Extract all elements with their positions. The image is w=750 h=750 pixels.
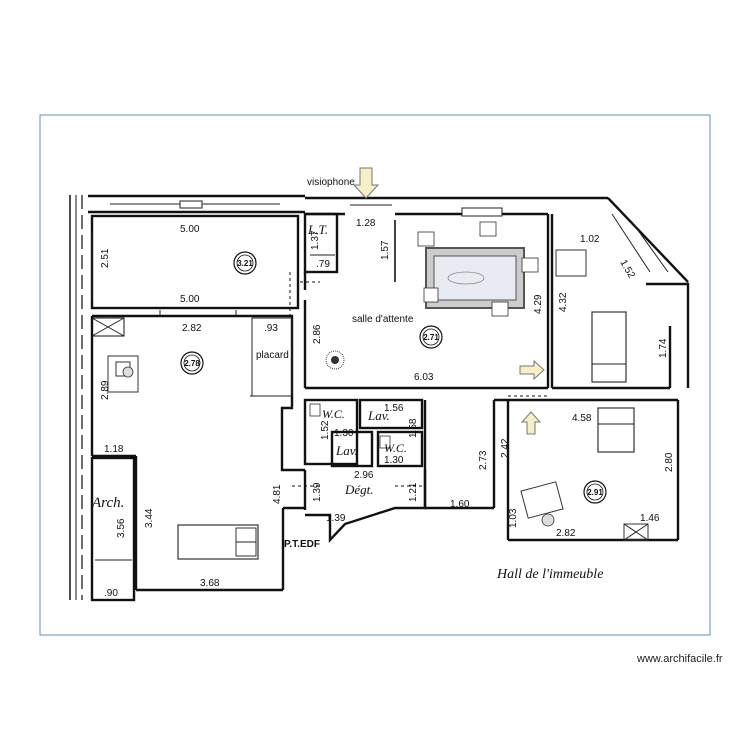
dim-4-32: 4.32 (558, 292, 569, 312)
dim-3-44: 3.44 (144, 508, 155, 528)
arrow-right-icon (519, 359, 545, 381)
dim-1-56: 1.56 (384, 403, 404, 414)
dim-2-73: 2.73 (478, 450, 489, 470)
area-3-21: 3.21 (237, 259, 253, 268)
desk-2-78 (107, 355, 139, 393)
label-arch: Arch. (91, 495, 124, 511)
area-2-71: 2.71 (423, 333, 439, 342)
dim-1-39-a: 1.39 (312, 482, 323, 502)
credit-watermark: www.archifacile.fr (637, 653, 723, 665)
dim-2-82-b: 2.82 (556, 528, 576, 539)
label-wc-2: W.C. (384, 441, 407, 455)
arrow-up-icon (520, 411, 542, 435)
plant-icon (325, 350, 345, 370)
room-2-78 (90, 310, 305, 472)
dim-1-21: 1.21 (408, 482, 419, 502)
area-circle-2-78: 2.78 (180, 351, 204, 375)
label-degt: Dégt. (344, 482, 374, 497)
left-facade (69, 195, 83, 600)
office-bottom-right (506, 400, 680, 542)
waiting-room (303, 212, 550, 390)
dim-1-02: 1.02 (580, 234, 600, 245)
dim-1-57: 1.57 (380, 240, 391, 260)
dim-1-03: 1.03 (508, 508, 519, 528)
bed-lower-left (177, 524, 259, 560)
label-lt: L.T. (307, 222, 328, 237)
dim-2-51: 2.51 (100, 248, 111, 268)
dim-1-37: 1.37 (310, 230, 321, 250)
area-circle-3-21: 3.21 (233, 251, 257, 275)
dim-4-29: 4.29 (533, 294, 544, 314)
dim-2-96: 2.96 (354, 470, 374, 481)
dim-1-28: 1.28 (356, 218, 376, 229)
area-2-91: 2.91 (587, 488, 603, 497)
dim-3-56: 3.56 (116, 518, 127, 538)
dim-2-89: 2.89 (100, 380, 111, 400)
dim-1-52: 1.52 (617, 258, 636, 281)
dim-1-46: 1.46 (640, 513, 660, 524)
dim-090: .90 (104, 588, 118, 599)
label-salle-attente: salle d'attente (352, 314, 414, 325)
dim-2-80: 2.80 (664, 452, 675, 472)
entrance-arrow-icon (352, 167, 380, 199)
dim-1-74: 1.74 (658, 338, 669, 358)
label-pt-edf: P.T.EDF (284, 539, 320, 550)
dim-5-00-a: 5.00 (180, 224, 200, 235)
area-circle-2-91: 2.91 (583, 480, 607, 504)
room-3-21 (90, 214, 300, 310)
dim-1-52-b: 1.52 (320, 420, 331, 440)
dim-1-58: 1.58 (408, 418, 419, 438)
area-circle-2-71: 2.71 (419, 325, 443, 349)
dim-3-68: 3.68 (200, 578, 220, 589)
area-2-78: 2.78 (184, 359, 200, 368)
closet-lt (303, 212, 339, 274)
label-hall: Hall de l'immeuble (496, 567, 603, 582)
dim-1-30-b: 1.30 (384, 455, 404, 466)
dim-5-00-b: 5.00 (180, 294, 200, 305)
placard (250, 317, 293, 397)
corridor (303, 398, 678, 544)
dim-1-18: 1.18 (104, 444, 124, 455)
dim-1-60: 1.60 (450, 499, 470, 510)
label-lav-1: Lav. (367, 408, 390, 423)
dim-1-30-a: 1.30 (334, 428, 354, 439)
label-visiophone: visiophone (307, 177, 355, 188)
dim-093: .93 (264, 323, 278, 334)
dim-2-82-a: 2.82 (182, 323, 202, 334)
dim-079: .79 (316, 259, 330, 270)
dim-1-39-b: 1.39 (326, 513, 346, 524)
sanitary-block (303, 398, 424, 468)
dim-2-42: 2.42 (500, 438, 511, 458)
dim-4-81: 4.81 (272, 484, 283, 504)
label-wc-1: W.C. (322, 407, 345, 421)
door-markers (289, 272, 548, 487)
meeting-table (417, 221, 539, 317)
office-top-right (550, 213, 690, 390)
plan-frame (39, 114, 711, 636)
dim-4-58: 4.58 (572, 413, 592, 424)
label-placard: placard (256, 350, 289, 361)
archive-room (90, 454, 305, 602)
dim-2-86: 2.86 (312, 324, 323, 344)
label-lav-2: Lav. (335, 443, 358, 458)
dim-6-03: 6.03 (414, 372, 434, 383)
